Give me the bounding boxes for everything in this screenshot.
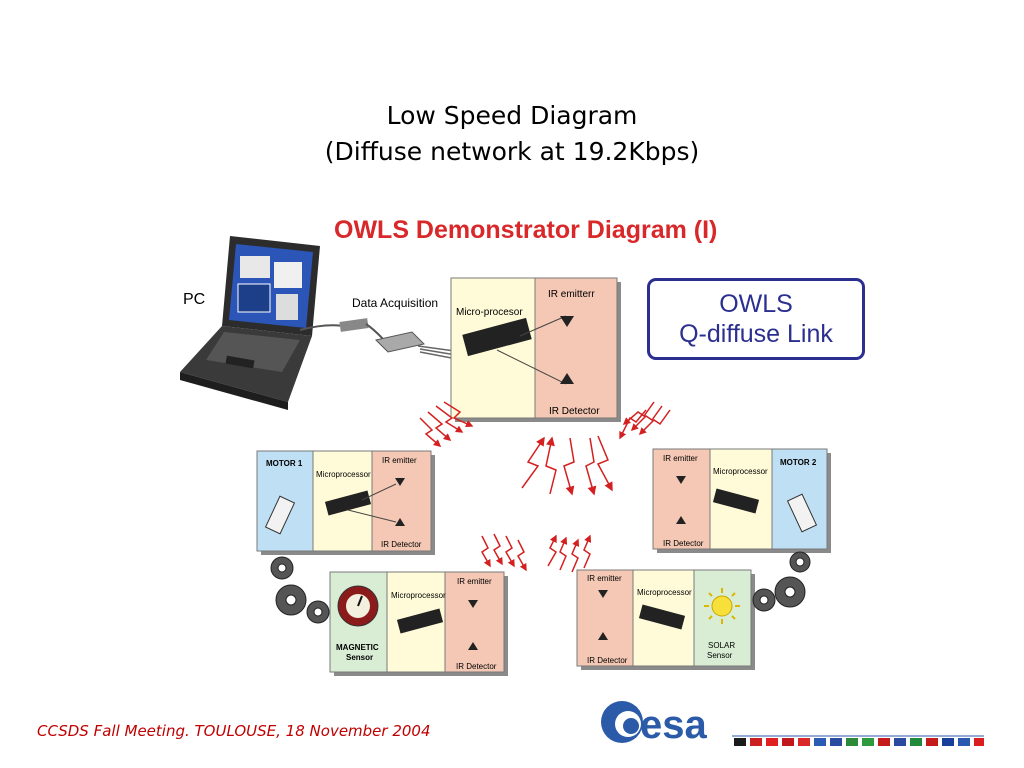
chip-icon [462,317,532,357]
central-node: Micro-procesor IR emitterr IR Detector [450,277,621,422]
esa-logo-text: esa [640,703,707,747]
footer-meeting-text: CCSDS Fall Meeting. TOULOUSE, 18 Novembe… [37,722,431,740]
slide-title-line1: Low Speed Diagram [386,101,638,130]
ir-detector-icon [598,632,608,640]
slide-title: Low Speed Diagram (Diffuse network at 19… [0,98,1024,170]
owls-box-line2: Q-diffuse Link [679,320,833,348]
laptop-icon [180,236,320,410]
motor-icon [264,495,296,535]
magnetic-label-line1: MAGNETIC [336,643,379,652]
solar-node: IR emitter IR Detector Microprocessor SO… [576,569,755,670]
owls-q-diffuse-link-box: OWLS Q-diffuse Link [647,278,865,360]
solar-micro-label: Microprocessor [637,588,692,597]
sun-icon [704,588,740,624]
magnetic-micro-label: Microprocessor [391,591,446,600]
data-acquisition-label: Data Acquisition [352,296,439,310]
ir-emitter-icon [560,316,574,327]
owls-box-line1: OWLS [719,290,793,318]
diagram-title: OWLS Demonstrator Diagram (I) [334,216,718,244]
central-emitter-label: IR emitterr [548,289,595,300]
chip-icon [712,488,760,514]
chip-icon [638,604,686,630]
magnetic-emitter-label: IR emitter [457,577,492,586]
ir-detector-icon [676,516,686,524]
central-detector-label: IR Detector [549,406,600,417]
solar-detector-label: IR Detector [587,656,628,665]
solar-emitter-label: IR emitter [587,574,622,583]
motor1-detector-label: IR Detector [381,540,422,549]
solar-label-line1: SOLAR [708,641,735,650]
motor2-emitter-label: IR emitter [663,454,698,463]
data-acquisition-device [299,318,463,361]
central-micro-label: Micro-procesor [456,307,523,318]
ir-emitter-icon [468,600,478,608]
gear-icon [270,556,330,624]
motor2-node: MOTOR 2 Microprocessor IR emitter IR Det… [652,448,831,553]
magnetic-detector-label: IR Detector [456,662,497,671]
ir-detector-icon [560,373,574,384]
motor2-micro-label: Microprocessor [713,467,768,476]
ir-detector-icon [468,642,478,650]
ir-detector-icon [395,518,405,526]
motor-icon [786,493,818,533]
chip-icon [324,490,372,516]
motor1-emitter-label: IR emitter [382,456,417,465]
ir-emitter-icon [676,476,686,484]
member-flags [734,738,984,746]
esa-logo: esa [601,701,984,747]
motor2-label: MOTOR 2 [780,458,817,467]
magnetic-node: MAGNETIC Sensor Microprocessor IR emitte… [329,571,508,676]
pc-label: PC [183,291,206,308]
chip-icon [396,608,444,634]
solar-label-line2: Sensor [707,651,733,660]
magnetic-label-line2: Sensor [346,653,373,662]
motor1-micro-label: Microprocessor [316,470,371,479]
gear-icon [752,551,811,612]
ir-emitter-icon [598,590,608,598]
ir-signal-arrows [419,401,671,573]
motor1-node: MOTOR 1 Microprocessor IR emitter IR Det… [256,450,435,555]
motor2-detector-label: IR Detector [663,539,704,548]
ir-emitter-icon [395,478,405,486]
motor1-label: MOTOR 1 [266,459,303,468]
slide-title-line2: (Diffuse network at 19.2Kbps) [324,137,700,166]
